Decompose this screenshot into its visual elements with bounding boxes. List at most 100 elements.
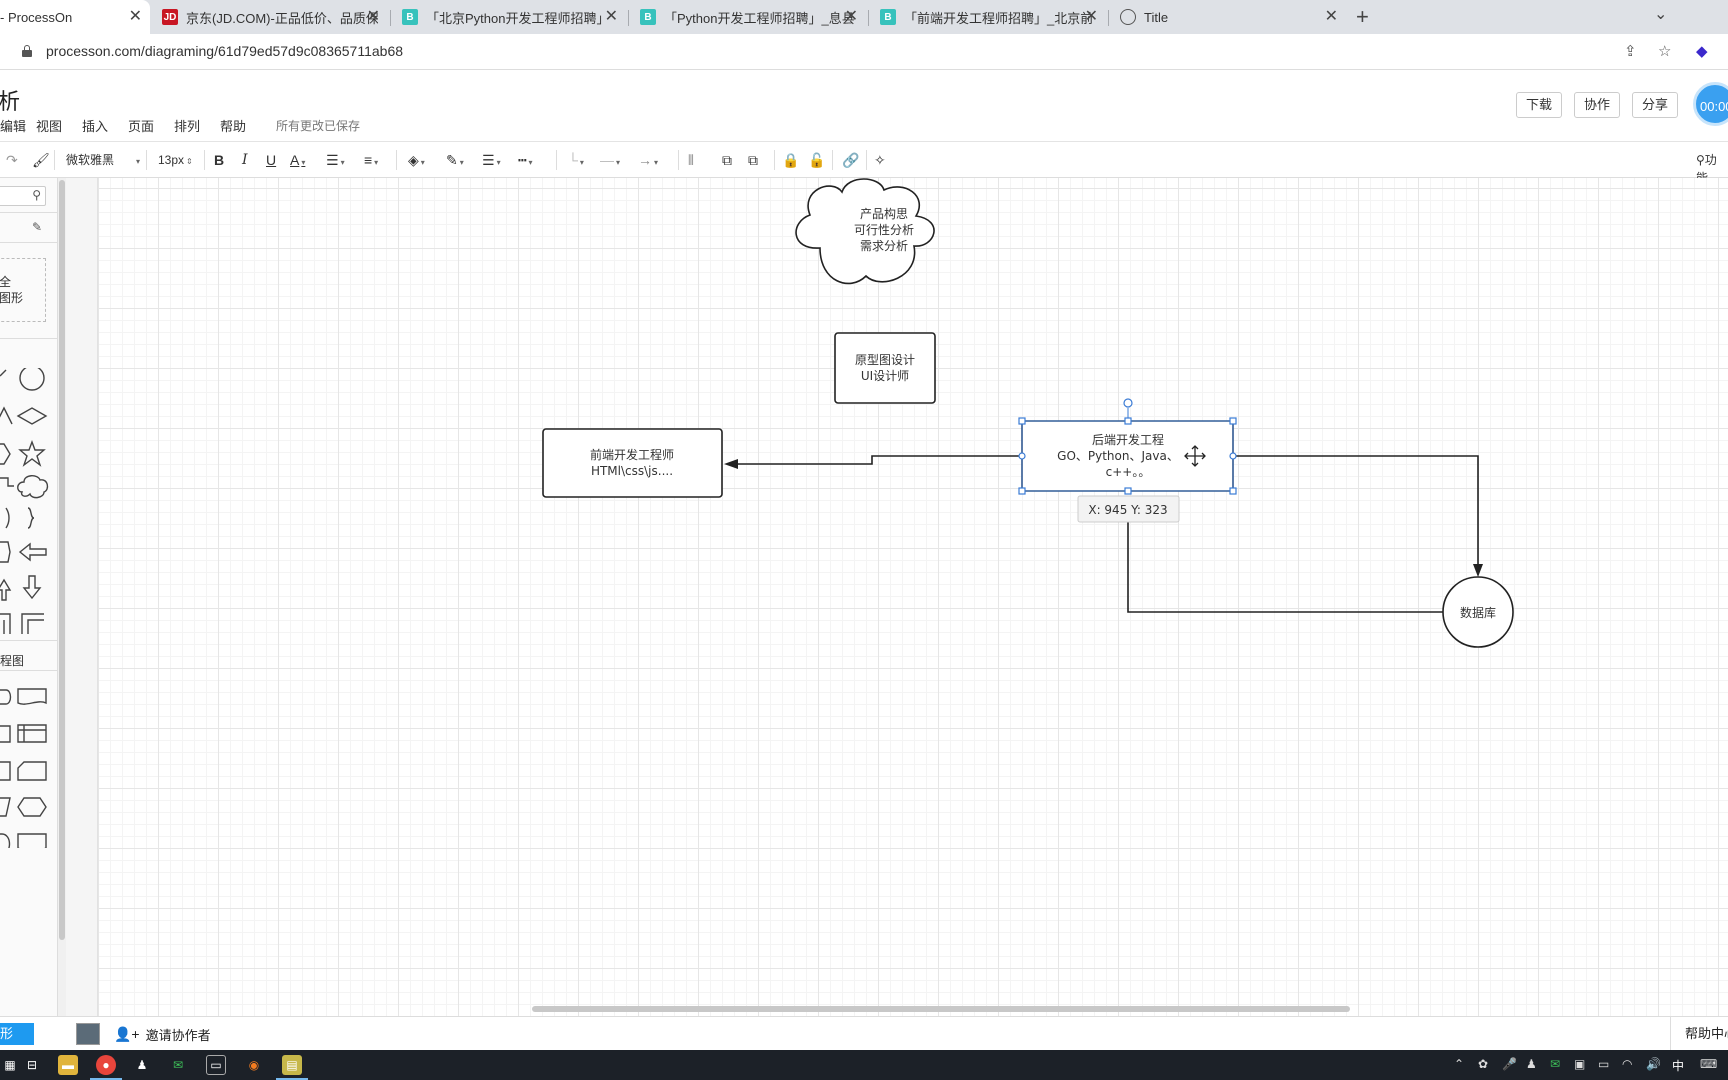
windows-start-icon[interactable]: ▦ <box>4 1058 16 1072</box>
document-title[interactable]: 析 <box>0 89 21 114</box>
circle-shape[interactable] <box>19 368 45 391</box>
backend-to-frontend-connector[interactable] <box>732 455 1022 465</box>
download-button[interactable]: 下载 <box>1516 92 1563 118</box>
display-icon[interactable]: ▣ <box>1574 1057 1586 1071</box>
menu-page[interactable]: 页面 <box>128 119 155 134</box>
lock-shape-icon[interactable]: 🔒 <box>782 152 800 168</box>
hexagon-shape[interactable] <box>0 443 11 465</box>
cross-shape[interactable] <box>0 477 14 487</box>
line-color-icon[interactable]: ✎▾ <box>446 152 464 168</box>
prototype-node[interactable]: 原型图设计 UI设计师 <box>834 332 936 404</box>
elbow-shape[interactable] <box>0 613 11 634</box>
wechat-icon[interactable]: ✉ <box>172 1058 184 1072</box>
address-bar[interactable]: processon.com/diagraming/61d79ed57d9c083… <box>0 34 1728 70</box>
arrow-up-shape[interactable] <box>0 578 12 601</box>
process-shape[interactable] <box>0 725 11 743</box>
manual-input-shape[interactable] <box>0 797 11 817</box>
file-explorer-icon[interactable]: ▬ <box>58 1055 78 1075</box>
share-button[interactable]: 分享 <box>1632 92 1679 118</box>
menu-help[interactable]: 帮助 <box>220 119 247 134</box>
brace-shape[interactable] <box>27 507 35 529</box>
qq-tray-icon[interactable]: ♟ <box>1526 1057 1537 1071</box>
notepad-icon[interactable]: ▤ <box>276 1055 308 1080</box>
tab-title-page[interactable]: Title ✕ <box>1110 0 1346 34</box>
database-to-backend-connector[interactable] <box>1127 522 1443 613</box>
input-mode-icon[interactable]: ⌨ <box>1700 1057 1718 1071</box>
firefox-icon[interactable]: ◉ <box>248 1058 260 1072</box>
anchor-point[interactable] <box>1229 452 1237 460</box>
resize-handle[interactable] <box>1124 417 1132 425</box>
resize-handle[interactable] <box>1124 487 1132 495</box>
custom-shape-dropzone[interactable]: 全 图形 <box>0 258 46 322</box>
share-page-icon[interactable]: ⇪ <box>1624 43 1637 60</box>
tab-boss-frontend[interactable]: B 「前端开发工程师招聘」_北京前 ✕ <box>870 0 1106 34</box>
line-style-icon[interactable]: ┅▾ <box>518 152 533 168</box>
help-center-link[interactable]: 帮助中心 <box>1670 1017 1728 1051</box>
collaborate-button[interactable]: 协作 <box>1574 92 1621 118</box>
terminal-icon[interactable]: ▭ <box>206 1055 226 1075</box>
battery-icon[interactable]: ▭ <box>1598 1057 1610 1071</box>
diamond-shape[interactable] <box>16 407 48 425</box>
resize-handle[interactable] <box>1229 487 1237 495</box>
canvas-horizontal-scrollbar[interactable] <box>532 1006 1350 1012</box>
invite-collaborator-button[interactable]: 👤+ 邀请协作者 <box>114 1025 211 1044</box>
bold-button[interactable]: B <box>214 152 225 168</box>
italic-button[interactable]: I <box>242 152 248 168</box>
backend-node[interactable]: 后端开发工程 GO、Python、Java、 c++。。 <box>1021 420 1234 492</box>
close-icon[interactable]: ✕ <box>128 8 142 25</box>
shield-shape[interactable] <box>0 541 11 563</box>
menu-insert[interactable]: 插入 <box>82 119 109 134</box>
edit-library-icon[interactable]: ✎ <box>32 220 43 234</box>
line-width-icon[interactable]: ☰▾ <box>482 152 501 168</box>
url-text[interactable]: processon.com/diagraming/61d79ed57d9c083… <box>46 43 404 59</box>
new-tab-icon[interactable]: + <box>1356 4 1369 29</box>
task-view-icon[interactable]: ⊟ <box>26 1058 38 1072</box>
volume-icon[interactable]: 🔊 <box>1646 1057 1661 1071</box>
magic-wand-icon[interactable]: ✧ <box>874 152 886 168</box>
redo-icon[interactable]: ↷ <box>6 152 18 168</box>
connector-line-icon[interactable]: —▾ <box>600 152 621 168</box>
shape-panel-tab[interactable]: 形 <box>0 1023 34 1045</box>
fill-color-icon[interactable]: ◈▾ <box>408 152 425 168</box>
arrow-down-shape[interactable] <box>22 575 42 600</box>
delay-shape[interactable] <box>0 833 11 848</box>
rotate-handle[interactable] <box>1123 398 1133 408</box>
backend-to-database-connector[interactable] <box>1234 455 1479 570</box>
arrow-left-shape[interactable] <box>18 542 47 562</box>
corner-shape[interactable] <box>21 613 44 634</box>
resize-handle[interactable] <box>1018 417 1026 425</box>
network-icon[interactable]: ◠ <box>1622 1057 1633 1071</box>
ime-indicator[interactable]: 中 <box>1672 1059 1685 1073</box>
close-icon[interactable]: ✕ <box>604 8 618 25</box>
extension-icon[interactable]: ◆ <box>1696 43 1708 60</box>
scrollbar-thumb[interactable] <box>59 180 65 940</box>
link-icon[interactable]: 🔗 <box>842 152 860 168</box>
line-shape[interactable] <box>0 369 7 377</box>
star-icon[interactable]: ☆ <box>1658 43 1672 60</box>
format-painter-icon[interactable]: 🖌 <box>32 152 50 168</box>
tab-jd[interactable]: JD 京东(JD.COM)-正品低价、品质保障 ✕ <box>152 0 388 34</box>
resize-handle[interactable] <box>1229 417 1237 425</box>
timer-badge[interactable]: 00:00 <box>1693 82 1728 126</box>
cloud-shape[interactable] <box>17 475 49 499</box>
triangle-shape[interactable] <box>0 406 13 425</box>
tab-boss-python-xixian[interactable]: B 「Python开发工程师招聘」_息县 ✕ <box>630 0 866 34</box>
bring-front-icon[interactable]: ⧉ <box>722 152 732 168</box>
close-icon[interactable]: ✕ <box>1084 8 1098 25</box>
font-color-button[interactable]: A▾ <box>290 151 305 169</box>
arrow-style-icon[interactable]: →▾ <box>638 152 659 168</box>
font-size-stepper[interactable]: 13px⇕ <box>158 151 193 169</box>
off-page-shape[interactable] <box>17 833 47 848</box>
close-icon[interactable]: ✕ <box>844 8 858 25</box>
internal-storage-shape[interactable] <box>17 724 47 743</box>
resize-handle[interactable] <box>1018 487 1026 495</box>
chevron-up-icon[interactable]: ⌃ <box>1454 1057 1465 1071</box>
frontend-node[interactable]: 前端开发工程师 HTMl\css\js.... <box>542 428 723 498</box>
tab-boss-python-beijing[interactable]: B 「北京Python开发工程师招聘」 ✕ <box>392 0 626 34</box>
flowchart-section-title[interactable]: 程图 <box>0 654 25 668</box>
terminator-shape[interactable] <box>0 689 12 705</box>
punch-card-shape[interactable] <box>17 761 47 781</box>
list-icon[interactable]: ≡▾ <box>364 152 379 168</box>
cloud-node[interactable]: 产品构思 可行性分析 需求分析 <box>795 178 935 285</box>
menu-view[interactable]: 视图 <box>36 119 63 134</box>
